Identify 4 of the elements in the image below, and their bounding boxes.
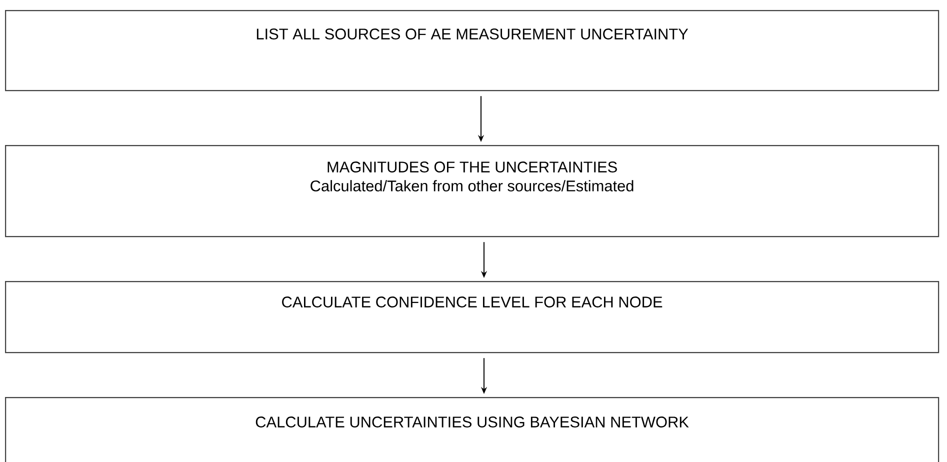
process-box: CALCULATE CONFIDENCE LEVEL FOR EACH NODE [5,281,940,354]
process-box: CALCULATE UNCERTAINTIES USING BAYESIAN NETWORK [5,397,940,462]
process-box: MAGNITUDES OF THE UNCERTAINTIES Calculated/Taken from other sources/Estimated [5,145,940,238]
process-box: LIST ALL SOURCES OF AE MEASUREMENT UNCERTAINTY [5,10,940,92]
